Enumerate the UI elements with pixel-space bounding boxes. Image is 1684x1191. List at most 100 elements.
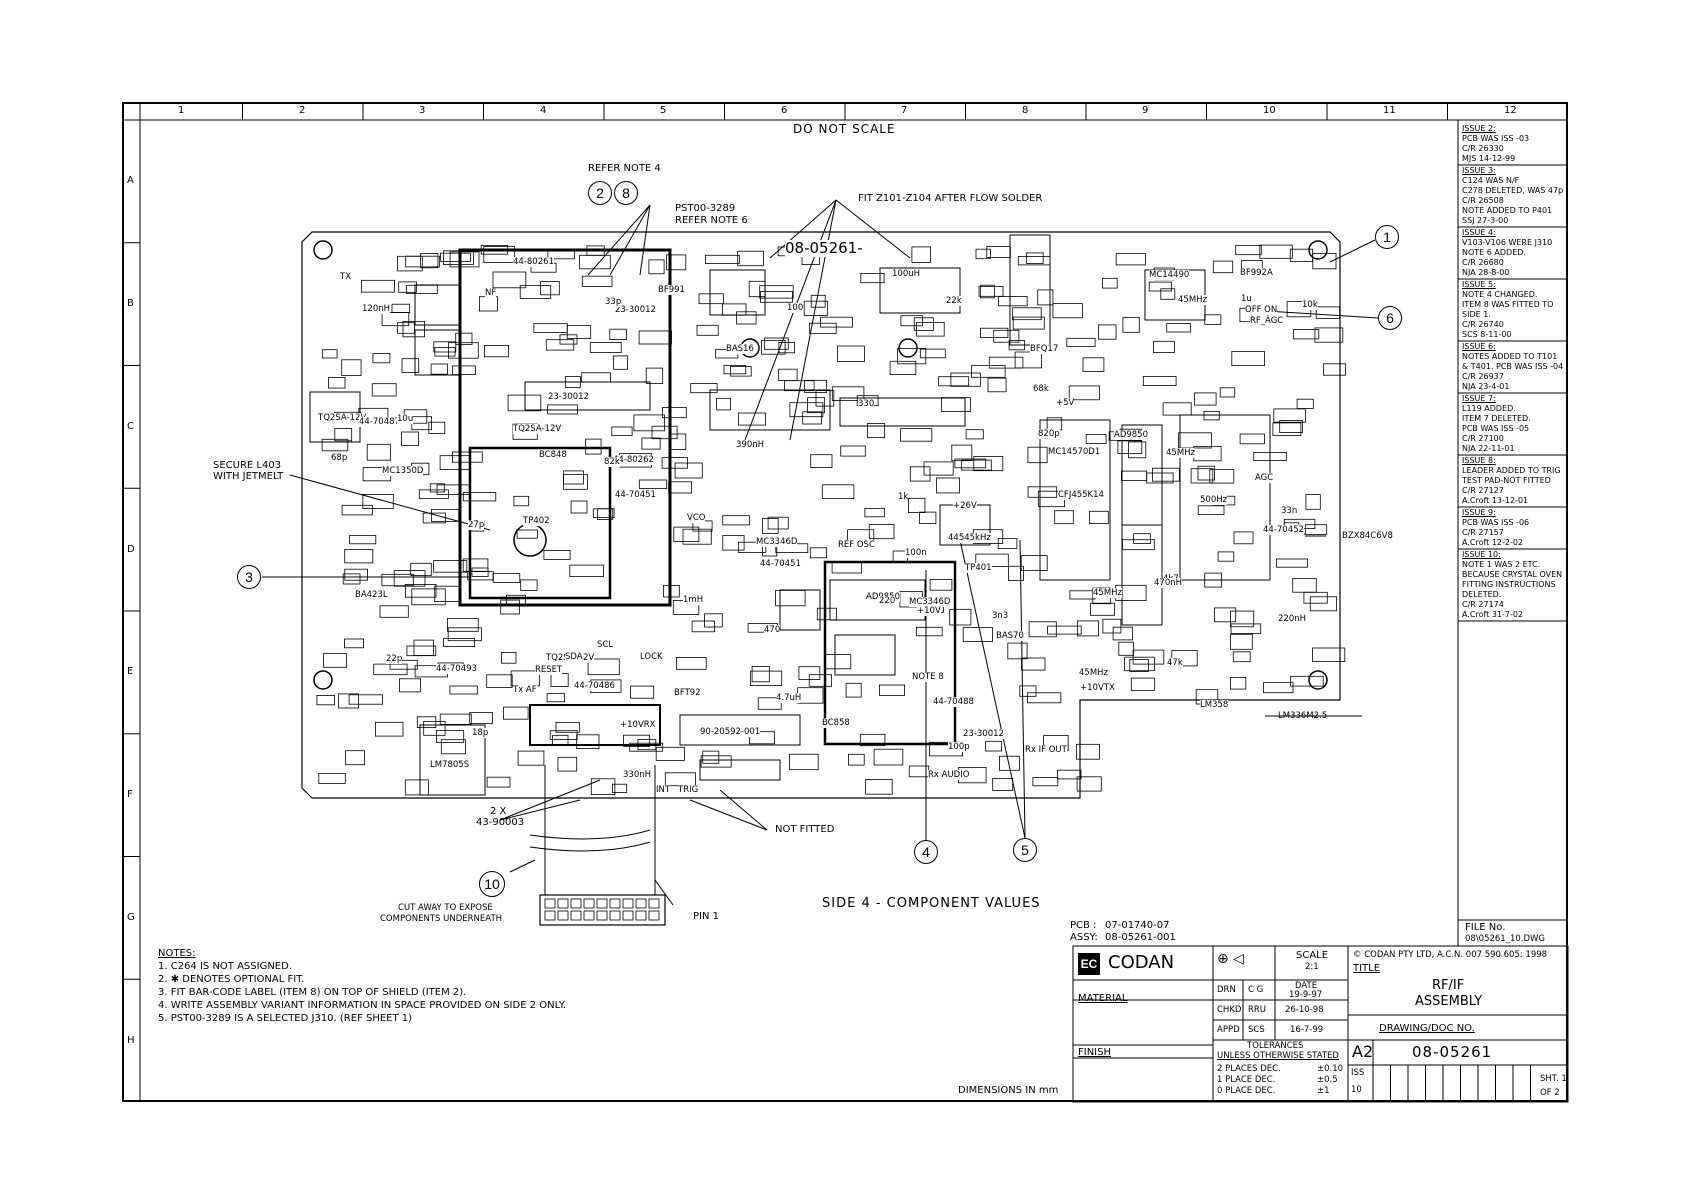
scale-label: SCALE bbox=[1296, 950, 1329, 961]
board-label: LOCK bbox=[640, 652, 663, 662]
board-label: 44-70451 bbox=[760, 559, 801, 569]
board-label: 100p bbox=[948, 742, 970, 752]
board-label: TQ2SA-12V bbox=[513, 424, 562, 434]
revision-line: C/R 27157 bbox=[1462, 528, 1504, 537]
part-43-90003: 43-90003 bbox=[476, 817, 525, 828]
board-label: Tx AF bbox=[513, 685, 537, 695]
chkd-by: RRU bbox=[1248, 1005, 1267, 1015]
note-item: 1. C264 IS NOT ASSIGNED. bbox=[158, 961, 292, 972]
board-label: 820p bbox=[1038, 429, 1060, 439]
board-label: 27p bbox=[468, 520, 485, 530]
revision-line: PCB WAS ISS -03 bbox=[1462, 134, 1530, 143]
board-label: BFQ17 bbox=[1030, 344, 1059, 354]
board-label: 44-80261 bbox=[513, 257, 554, 267]
revision-line: C/R 26740 bbox=[1462, 320, 1504, 329]
board-label: TX bbox=[340, 272, 352, 282]
board-label: +5V bbox=[1056, 398, 1075, 408]
view-title: SIDE 4 - COMPONENT VALUES bbox=[822, 896, 1041, 911]
board-label: OFF ON bbox=[1245, 305, 1278, 315]
revision-line: LEADER ADDED TO TRIG bbox=[1462, 466, 1561, 475]
notes-heading: NOTES: bbox=[158, 948, 196, 959]
tolerance-cell: 0 PLACE DEC. bbox=[1217, 1086, 1276, 1096]
board-label: 45MHz bbox=[1079, 668, 1109, 678]
board-label: NF bbox=[485, 288, 497, 298]
board-label: MC3346D bbox=[756, 537, 798, 547]
board-label: 44545kHz bbox=[948, 533, 991, 543]
note-item: 5. PST00-3289 IS A SELECTED J310. (REF S… bbox=[158, 1013, 413, 1024]
board-label: 100 bbox=[787, 303, 804, 313]
col-label-8: 8 bbox=[1022, 105, 1029, 116]
board-label: VCO bbox=[687, 513, 706, 523]
board-label: BC848 bbox=[539, 450, 567, 460]
row-label-C: C bbox=[127, 421, 134, 432]
do-not-scale: DO NOT SCALE bbox=[793, 122, 896, 136]
board-label: MC14490 bbox=[1149, 270, 1190, 280]
board-label: 68k bbox=[1033, 384, 1049, 394]
revision-line: NOTES ADDED TO T101 bbox=[1462, 352, 1558, 361]
board-label: 3n3 bbox=[992, 611, 1009, 621]
row-label-A: A bbox=[127, 175, 134, 186]
board-label: MC1350D bbox=[382, 466, 424, 476]
board-label: 10k bbox=[1302, 300, 1318, 310]
balloon-5: 5 bbox=[1013, 838, 1037, 862]
revision-line: ISSUE 2: bbox=[1462, 124, 1496, 133]
refer-note-4: REFER NOTE 4 bbox=[588, 163, 661, 174]
revision-line: NOTE 1 WAS 2 ETC. bbox=[1462, 560, 1541, 569]
revision-line: SIDE 1. bbox=[1462, 310, 1491, 319]
chkd-label: CHKD bbox=[1217, 1005, 1242, 1015]
board-label: 45MHz bbox=[1166, 448, 1196, 458]
copyright: © CODAN PTY LTD, A.C.N. 007 590 605: 199… bbox=[1353, 950, 1548, 960]
board-label: +26V bbox=[953, 501, 977, 511]
balloon-4: 4 bbox=[914, 840, 938, 864]
board-label: 23-30012 bbox=[615, 305, 656, 315]
board-label: 10u bbox=[397, 414, 414, 424]
material-label: MATERIAL bbox=[1078, 993, 1128, 1004]
balloon-6: 6 bbox=[1378, 306, 1402, 330]
revision-line: NJA 23-4-01 bbox=[1462, 382, 1510, 391]
dimensions-note: DIMENSIONS IN mm bbox=[958, 1085, 1059, 1096]
drn-label: DRN bbox=[1217, 985, 1236, 995]
title-line-1: RF/IF bbox=[1432, 978, 1465, 993]
iss-label: ISS bbox=[1351, 1068, 1365, 1078]
tolerance-cell: 1 PLACE DEC. bbox=[1217, 1075, 1276, 1085]
doc-number: 08-05261 bbox=[1412, 1043, 1493, 1061]
tolerance-cell: ±0.10 bbox=[1317, 1064, 1344, 1074]
board-label: NOTE 8 bbox=[912, 672, 944, 682]
board-label: BAS16 bbox=[726, 344, 754, 354]
cut-away-1: CUT AWAY TO EXPOSE bbox=[398, 903, 493, 913]
revision-line: NJA 22-11-01 bbox=[1462, 444, 1515, 453]
board-label: LM7805S bbox=[430, 760, 470, 770]
revision-line: A.Croft 12-2-02 bbox=[1462, 538, 1524, 547]
revision-line: TEST PAD-NOT FITTED bbox=[1462, 476, 1551, 485]
board-label: BF992A bbox=[1240, 268, 1273, 278]
row-label-H: H bbox=[127, 1035, 135, 1046]
revision-line: C/R 26937 bbox=[1462, 372, 1504, 381]
note-item: 2. ✱ DENOTES OPTIONAL FIT. bbox=[158, 974, 305, 985]
appd-label: APPD bbox=[1217, 1025, 1240, 1035]
revision-line: ISSUE 3: bbox=[1462, 166, 1496, 175]
pcb-number: 08-05261- bbox=[785, 239, 863, 257]
lm336-label: LM336M2.5 bbox=[1278, 711, 1328, 721]
board-label: CFJ455K14 bbox=[1058, 490, 1104, 500]
col-label-2: 2 bbox=[299, 105, 306, 116]
board-label: TP402 bbox=[523, 516, 550, 526]
board-label: 120nH bbox=[362, 304, 391, 314]
revision-line: ITEM 7 DELETED. bbox=[1462, 414, 1531, 423]
board-label: BC858 bbox=[822, 718, 850, 728]
revision-line: C/R 26680 bbox=[1462, 258, 1504, 267]
board-label: 330nH bbox=[623, 770, 652, 780]
balloon-8: 8 bbox=[614, 181, 638, 205]
board-label: 90-20592-001 bbox=[700, 727, 761, 737]
row-label-F: F bbox=[127, 789, 133, 800]
col-label-11: 11 bbox=[1383, 105, 1396, 116]
board-label: 18p bbox=[472, 728, 489, 738]
sheet-of: OF 2 bbox=[1540, 1088, 1560, 1098]
board-label: BFT92 bbox=[674, 688, 701, 698]
revision-line: ISSUE 6: bbox=[1462, 342, 1496, 351]
revision-line: C/R 27174 bbox=[1462, 600, 1504, 609]
board-label: 44-80262 bbox=[613, 455, 654, 465]
row-label-E: E bbox=[127, 666, 134, 677]
col-label-6: 6 bbox=[781, 105, 788, 116]
revision-line: SCS 8-11-00 bbox=[1462, 330, 1512, 339]
